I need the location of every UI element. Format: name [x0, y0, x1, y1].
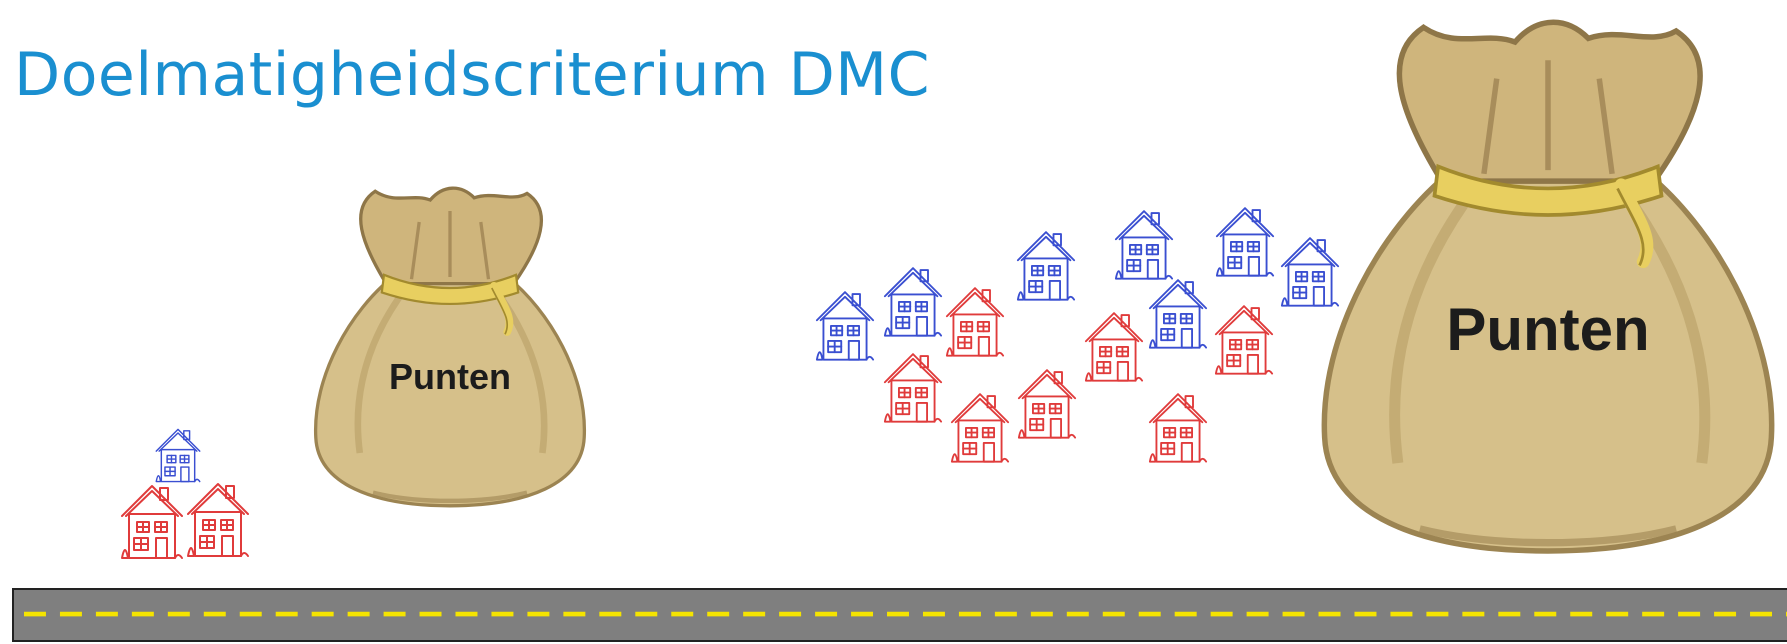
house-icon — [1148, 386, 1208, 466]
house-icon — [1114, 203, 1174, 283]
house-icon — [186, 478, 250, 558]
bag-label-small: Punten — [389, 356, 511, 397]
house-icon — [120, 480, 184, 560]
house-icon — [945, 280, 1005, 360]
road — [12, 588, 1787, 642]
money-bag-small: Punten — [300, 178, 600, 508]
money-bag-large: Punten — [1310, 0, 1786, 560]
house-icon — [815, 284, 875, 364]
house-icon — [1215, 200, 1275, 280]
house-icon — [1148, 272, 1208, 352]
house-icon — [1214, 298, 1274, 378]
house-icon — [148, 425, 208, 483]
road-icon — [23, 611, 1787, 617]
page-title: Doelmatigheidscriterium DMC — [14, 40, 930, 110]
house-icon — [1016, 224, 1076, 304]
house-icon — [883, 346, 943, 426]
house-icon — [1017, 362, 1077, 442]
money-bag-icon — [1310, 0, 1786, 560]
bag-label-large: Punten — [1446, 296, 1650, 363]
house-icon — [1084, 305, 1144, 385]
money-bag-icon — [300, 178, 600, 508]
house-icon — [1280, 230, 1340, 310]
house-icon — [883, 260, 943, 340]
house-icon — [950, 386, 1010, 466]
